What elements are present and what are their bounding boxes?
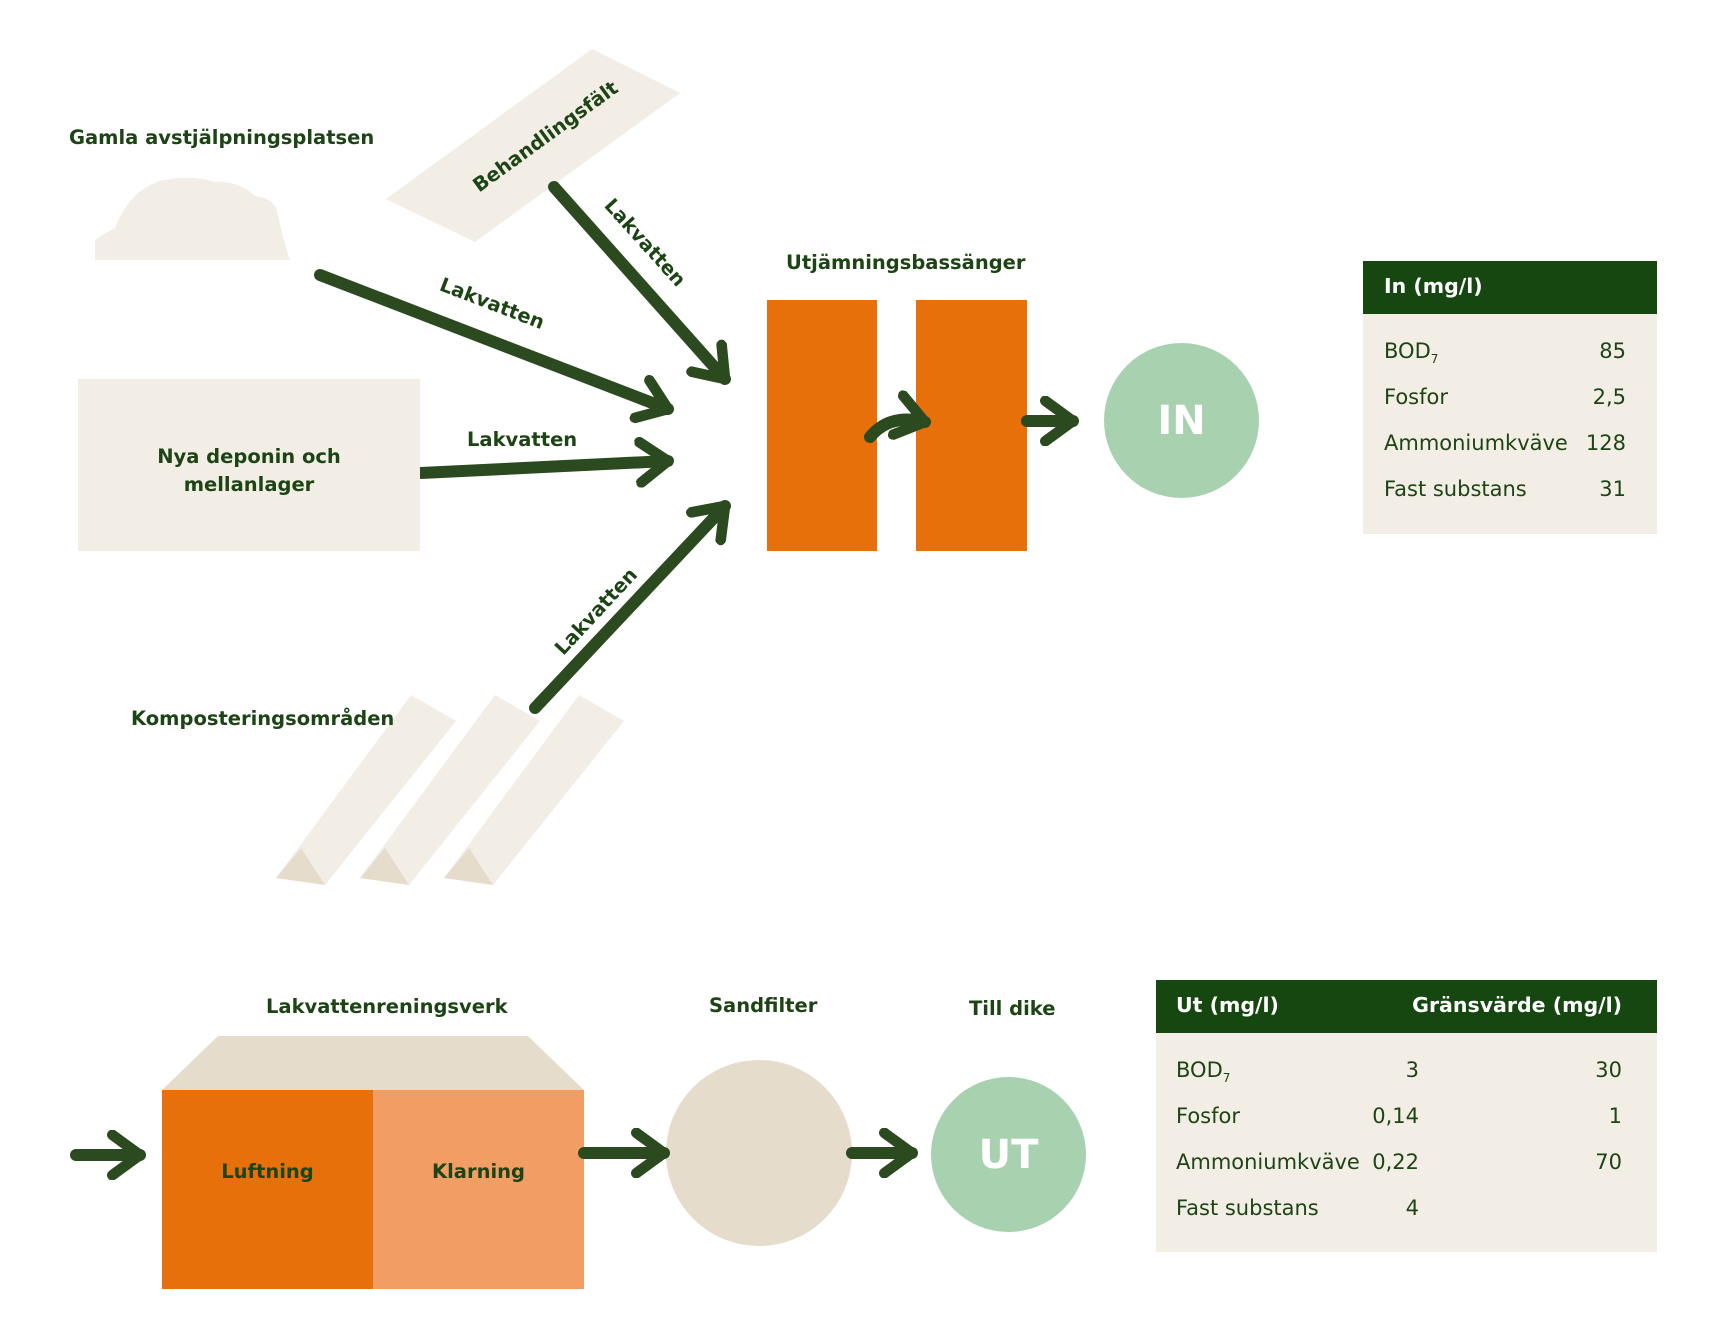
equalization-basin-1 (767, 300, 877, 551)
plant-title: Lakvattenreningsverk (266, 995, 508, 1018)
outflow-table: Ut (mg/l) Gränsvärde (mg/l) BOD7 3 30 Fo… (1156, 980, 1657, 1252)
old-dump-mound (95, 177, 290, 260)
old-dump-label: Gamla avstjälpningsplatsen (69, 126, 375, 149)
row-name-text: BOD (1384, 339, 1431, 363)
table-row: Ammoniumkväve 0,22 70 (1156, 1150, 1657, 1196)
row-name: Fast substans (1176, 1196, 1319, 1220)
row-name: Ammoniumkväve (1384, 431, 1568, 455)
row-value: 85 (1599, 339, 1626, 363)
table-row: Fosfor 2,5 (1363, 385, 1657, 431)
compost-label: Komposteringsområden (131, 707, 395, 730)
row-limit: 1 (1608, 1104, 1622, 1128)
plant-roof (162, 1036, 584, 1090)
new-landfill-box (78, 379, 420, 551)
treatment-field-shape (386, 49, 680, 242)
leachate-label-3: Lakvatten (467, 428, 578, 451)
flow-arrows (70, 181, 1079, 1155)
table-row: Ammoniumkväve 128 (1363, 431, 1657, 477)
new-landfill-label: Nya deponin och mellanlager (78, 443, 420, 499)
equalization-basin-2 (916, 300, 1027, 551)
limit-header-label: Gränsvärde (mg/l) (1412, 993, 1622, 1017)
row-value: 3 (1405, 1058, 1419, 1082)
clarification-tank (373, 1090, 584, 1289)
sand-filter-circle (666, 1060, 852, 1246)
in-circle: IN (1104, 343, 1259, 498)
row-value: 4 (1405, 1196, 1419, 1220)
inflow-table: In (mg/l) BOD7 85 Fosfor 2,5 Ammoniumkvä… (1363, 261, 1657, 534)
row-name-sub: 7 (1430, 352, 1439, 367)
row-value: 2,5 (1592, 385, 1626, 409)
aeration-tank (162, 1090, 373, 1289)
inflow-table-header: In (mg/l) (1363, 261, 1657, 314)
compost-windrows (276, 695, 624, 885)
equalization-label: Utjämningsbassänger (786, 251, 1026, 274)
row-limit: 30 (1595, 1058, 1622, 1082)
table-row: Fast substans 4 (1156, 1196, 1657, 1242)
row-name-text: BOD (1176, 1058, 1223, 1082)
table-row: BOD7 3 30 (1156, 1058, 1657, 1104)
outflow-header-label: Ut (mg/l) (1176, 993, 1279, 1017)
row-name: BOD7 (1176, 1058, 1230, 1085)
row-name: Fosfor (1176, 1104, 1240, 1128)
row-name: Ammoniumkväve (1176, 1150, 1360, 1174)
table-row: Fosfor 0,14 1 (1156, 1104, 1657, 1150)
row-name-sub: 7 (1222, 1071, 1231, 1086)
to-ditch-label: Till dike (969, 997, 1056, 1020)
sand-filter-label: Sandfilter (709, 994, 818, 1017)
row-value: 31 (1599, 477, 1626, 501)
outflow-table-header: Ut (mg/l) Gränsvärde (mg/l) (1156, 980, 1657, 1033)
clarification-label: Klarning (432, 1160, 525, 1183)
row-name: BOD7 (1384, 339, 1438, 366)
row-limit: 70 (1595, 1150, 1622, 1174)
row-name: Fosfor (1384, 385, 1448, 409)
row-name: Fast substans (1384, 477, 1527, 501)
new-landfill-text: Nya deponin och mellanlager (157, 445, 341, 496)
row-value: 128 (1585, 431, 1626, 455)
table-row: Fast substans 31 (1363, 477, 1657, 523)
inflow-header-label: In (mg/l) (1384, 274, 1483, 298)
out-circle: UT (931, 1077, 1086, 1232)
aeration-label: Luftning (221, 1160, 314, 1183)
table-row: BOD7 85 (1363, 339, 1657, 385)
row-value: 0,14 (1372, 1104, 1419, 1128)
row-value: 0,22 (1372, 1150, 1419, 1174)
